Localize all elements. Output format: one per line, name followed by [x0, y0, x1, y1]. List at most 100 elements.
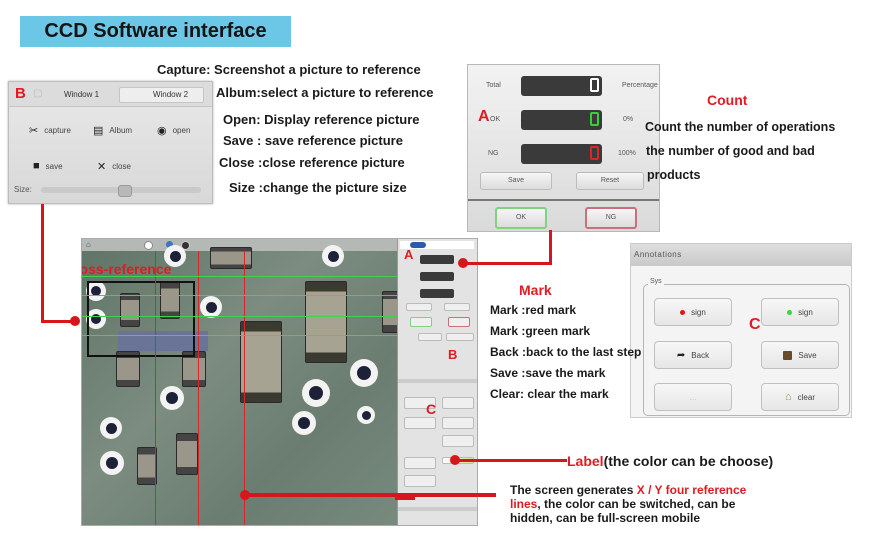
- pcb-component: [120, 293, 140, 327]
- capture-button[interactable]: ✂ capture: [29, 124, 71, 137]
- save-button[interactable]: ■ save: [33, 160, 63, 172]
- clear-button[interactable]: ⌂ clear: [761, 383, 839, 411]
- screen-letter-a: A: [404, 247, 414, 262]
- red-sign-button[interactable]: sign: [654, 298, 732, 326]
- mark-heading: Mark: [519, 282, 552, 298]
- desc-close: Close :close reference picture: [219, 155, 405, 170]
- empty-button[interactable]: ...: [654, 383, 732, 411]
- cross-reference-label: Cross-reference: [82, 261, 172, 277]
- connector-dot: [70, 316, 80, 326]
- pcb-image: [82, 245, 399, 525]
- mark-line-red: Mark :red mark: [490, 303, 577, 317]
- size-slider-thumb[interactable]: [118, 185, 133, 197]
- mini-window-1-tab[interactable]: [418, 333, 442, 341]
- xy-note-prefix: The screen generates: [510, 483, 637, 497]
- label-note-red: Label: [567, 453, 604, 469]
- desc-open: Open: Display reference picture: [223, 112, 420, 127]
- connector-line: [461, 262, 552, 265]
- reference-line-vertical: [244, 251, 245, 525]
- mini-ng-counter: [420, 289, 454, 298]
- mini-brush[interactable]: [404, 457, 436, 469]
- annotations-header: Annotations: [631, 244, 851, 266]
- xy-lines-note: The screen generates X / Y four referenc…: [510, 483, 750, 525]
- tab-window-2-label: Window 2: [152, 90, 189, 99]
- mini-window-2-tab[interactable]: [446, 333, 474, 341]
- connector-line: [455, 459, 567, 462]
- xy-note-red: X / Y four reference lines: [510, 483, 747, 511]
- ng-button[interactable]: NG: [585, 207, 637, 229]
- mini-clear[interactable]: [442, 435, 474, 447]
- mark-descriptions: Mark :red mark Mark :green mark Back :ba…: [490, 300, 641, 405]
- mark-line-back: Back :back to the last step: [490, 345, 642, 359]
- ng-digit: [590, 146, 599, 160]
- album-icon: ▤: [93, 125, 104, 137]
- pcb-pad: [160, 386, 184, 410]
- divider: [468, 199, 659, 201]
- mark-line-clear: Clear: clear the mark: [490, 387, 609, 401]
- close-button[interactable]: ✕ close: [97, 160, 131, 173]
- back-button[interactable]: ➦ Back: [654, 341, 732, 369]
- ok-button[interactable]: OK: [495, 207, 547, 229]
- percentage-label: Percentage: [622, 82, 658, 89]
- mini-export[interactable]: [404, 475, 436, 487]
- pcb-component: [182, 351, 206, 387]
- mark-line-save: Save :save the mark: [490, 366, 606, 380]
- mini-back[interactable]: [404, 417, 436, 429]
- total-label: Total: [486, 82, 501, 89]
- empty-button-label: ...: [689, 392, 697, 402]
- total-counter: [521, 76, 602, 96]
- back-label: Back: [691, 350, 710, 360]
- album-label: Album: [109, 126, 133, 135]
- counter-reset-button[interactable]: Reset: [576, 172, 644, 190]
- pcb-pad: [302, 379, 330, 407]
- screen-letter-c: C: [426, 401, 437, 417]
- total-digit: [590, 78, 599, 92]
- count-line-2: the number of good and bad: [646, 144, 815, 158]
- count-line-3: products: [647, 168, 701, 182]
- status-bar: [398, 507, 477, 511]
- xy-note-suffix: , the color can be switched, can be hidd…: [510, 497, 736, 525]
- side-panel: A B C: [397, 239, 477, 525]
- sys-group-label: Sys: [648, 278, 664, 285]
- size-slider[interactable]: [41, 185, 201, 197]
- mini-ng-button[interactable]: [448, 317, 470, 327]
- connector-dot: [450, 455, 460, 465]
- open-button[interactable]: ◉ open: [157, 124, 190, 137]
- annotation-save-button[interactable]: Save: [761, 341, 839, 369]
- tab-window-2[interactable]: Window 2: [119, 87, 204, 103]
- green-sign-button[interactable]: sign: [761, 298, 839, 326]
- eraser-icon: ⌂: [785, 391, 792, 403]
- mini-reset-button[interactable]: [444, 303, 470, 311]
- mini-green-sign[interactable]: [442, 397, 474, 409]
- tab-window-1[interactable]: Window 1: [63, 90, 100, 99]
- counter-save-button[interactable]: Save: [480, 172, 552, 190]
- open-label: open: [172, 126, 191, 135]
- reference-line-horizontal: [82, 276, 397, 277]
- window-tabs: B ▢ Window 1 ⧉ Window 2: [9, 82, 212, 107]
- annotation-save-label: Save: [798, 350, 817, 360]
- panel-letter-b: B: [15, 85, 26, 102]
- screen-toolbar: ⌂: [82, 239, 397, 251]
- connector-line: [41, 320, 75, 323]
- close-label: close: [112, 162, 131, 171]
- mini-save-button[interactable]: [406, 303, 432, 311]
- camera-icon[interactable]: [144, 241, 153, 250]
- record-icon[interactable]: [181, 241, 190, 250]
- mark-line-green: Mark :green mark: [490, 324, 591, 338]
- mini-ok-counter: [420, 272, 454, 281]
- pcb-pad: [100, 417, 122, 439]
- pcb-pad: [350, 359, 378, 387]
- mini-save[interactable]: [442, 417, 474, 429]
- reference-line-vertical: [198, 251, 199, 525]
- annotations-mini-header: [398, 379, 477, 383]
- color-icon[interactable]: [166, 241, 173, 248]
- album-button[interactable]: ▤ Album: [93, 124, 132, 137]
- desc-album: Album:select a picture to reference: [216, 85, 434, 100]
- size-label: Size:: [14, 185, 32, 194]
- pcb-component: [210, 247, 252, 269]
- mini-ok-button[interactable]: [410, 317, 432, 327]
- mini-red-sign[interactable]: [404, 397, 436, 409]
- page-title: CCD Software interface: [20, 16, 291, 47]
- pcb-component: [116, 351, 140, 387]
- pcb-ic: [118, 331, 208, 351]
